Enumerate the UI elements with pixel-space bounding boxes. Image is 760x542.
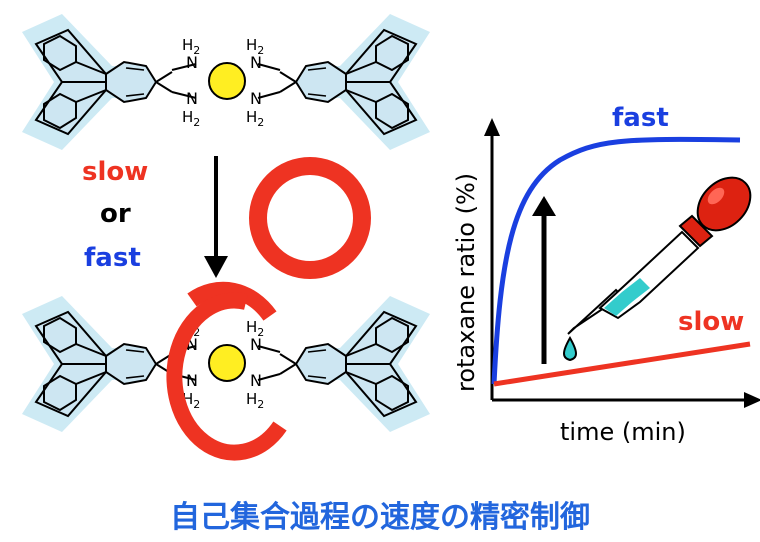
n-label: N [250, 371, 262, 390]
droplet-icon [563, 335, 577, 362]
triptycene-left-bottom [21, 295, 173, 433]
or-label: or [100, 199, 131, 229]
slow-curve [493, 341, 751, 387]
n-label: N [250, 89, 262, 108]
n-label: N [186, 371, 198, 390]
fast-label: fast [84, 243, 141, 273]
metal-center-bottom [208, 344, 246, 382]
caption-title: 自己集合過程の速度の精密制御 [170, 500, 590, 535]
n-label: N [186, 335, 198, 354]
threaded-ring [166, 292, 287, 461]
nh2-label: H2 [182, 390, 200, 411]
triptycene-right-top [279, 13, 431, 151]
triptycene-right-bottom [279, 295, 431, 433]
molecule-bottom: H2 N N H2 H2 N N H2 [21, 281, 431, 461]
macrocycle-ring-icon [249, 157, 371, 279]
slow-curve-label: slow [678, 307, 744, 337]
triptycene-left-top [21, 13, 173, 151]
slow-label: slow [82, 157, 148, 187]
metal-center-top [208, 62, 246, 100]
fast-curve [491, 136, 741, 385]
n-label: N [250, 335, 262, 354]
nh2-label: H2 [246, 36, 264, 57]
dropper-icon [567, 176, 752, 335]
nh2-label: H2 [182, 36, 200, 57]
y-axis-label: rotaxane ratio (%) [452, 173, 480, 392]
fast-curve-label: fast [612, 103, 669, 133]
reaction-arrow [204, 156, 228, 278]
n-label: N [186, 53, 198, 72]
x-axis-label: time (min) [560, 418, 686, 446]
nh2-label: H2 [246, 108, 264, 129]
n-label: N [186, 89, 198, 108]
molecule-top: H2 N N H2 H2 N N H2 [21, 13, 431, 151]
nh2-label: H2 [246, 390, 264, 411]
nh2-label: H2 [246, 318, 264, 339]
kinetics-graph: rotaxane ratio (%) time (min) fast slow [452, 103, 760, 446]
nh2-label: H2 [182, 108, 200, 129]
n-label: N [250, 53, 262, 72]
